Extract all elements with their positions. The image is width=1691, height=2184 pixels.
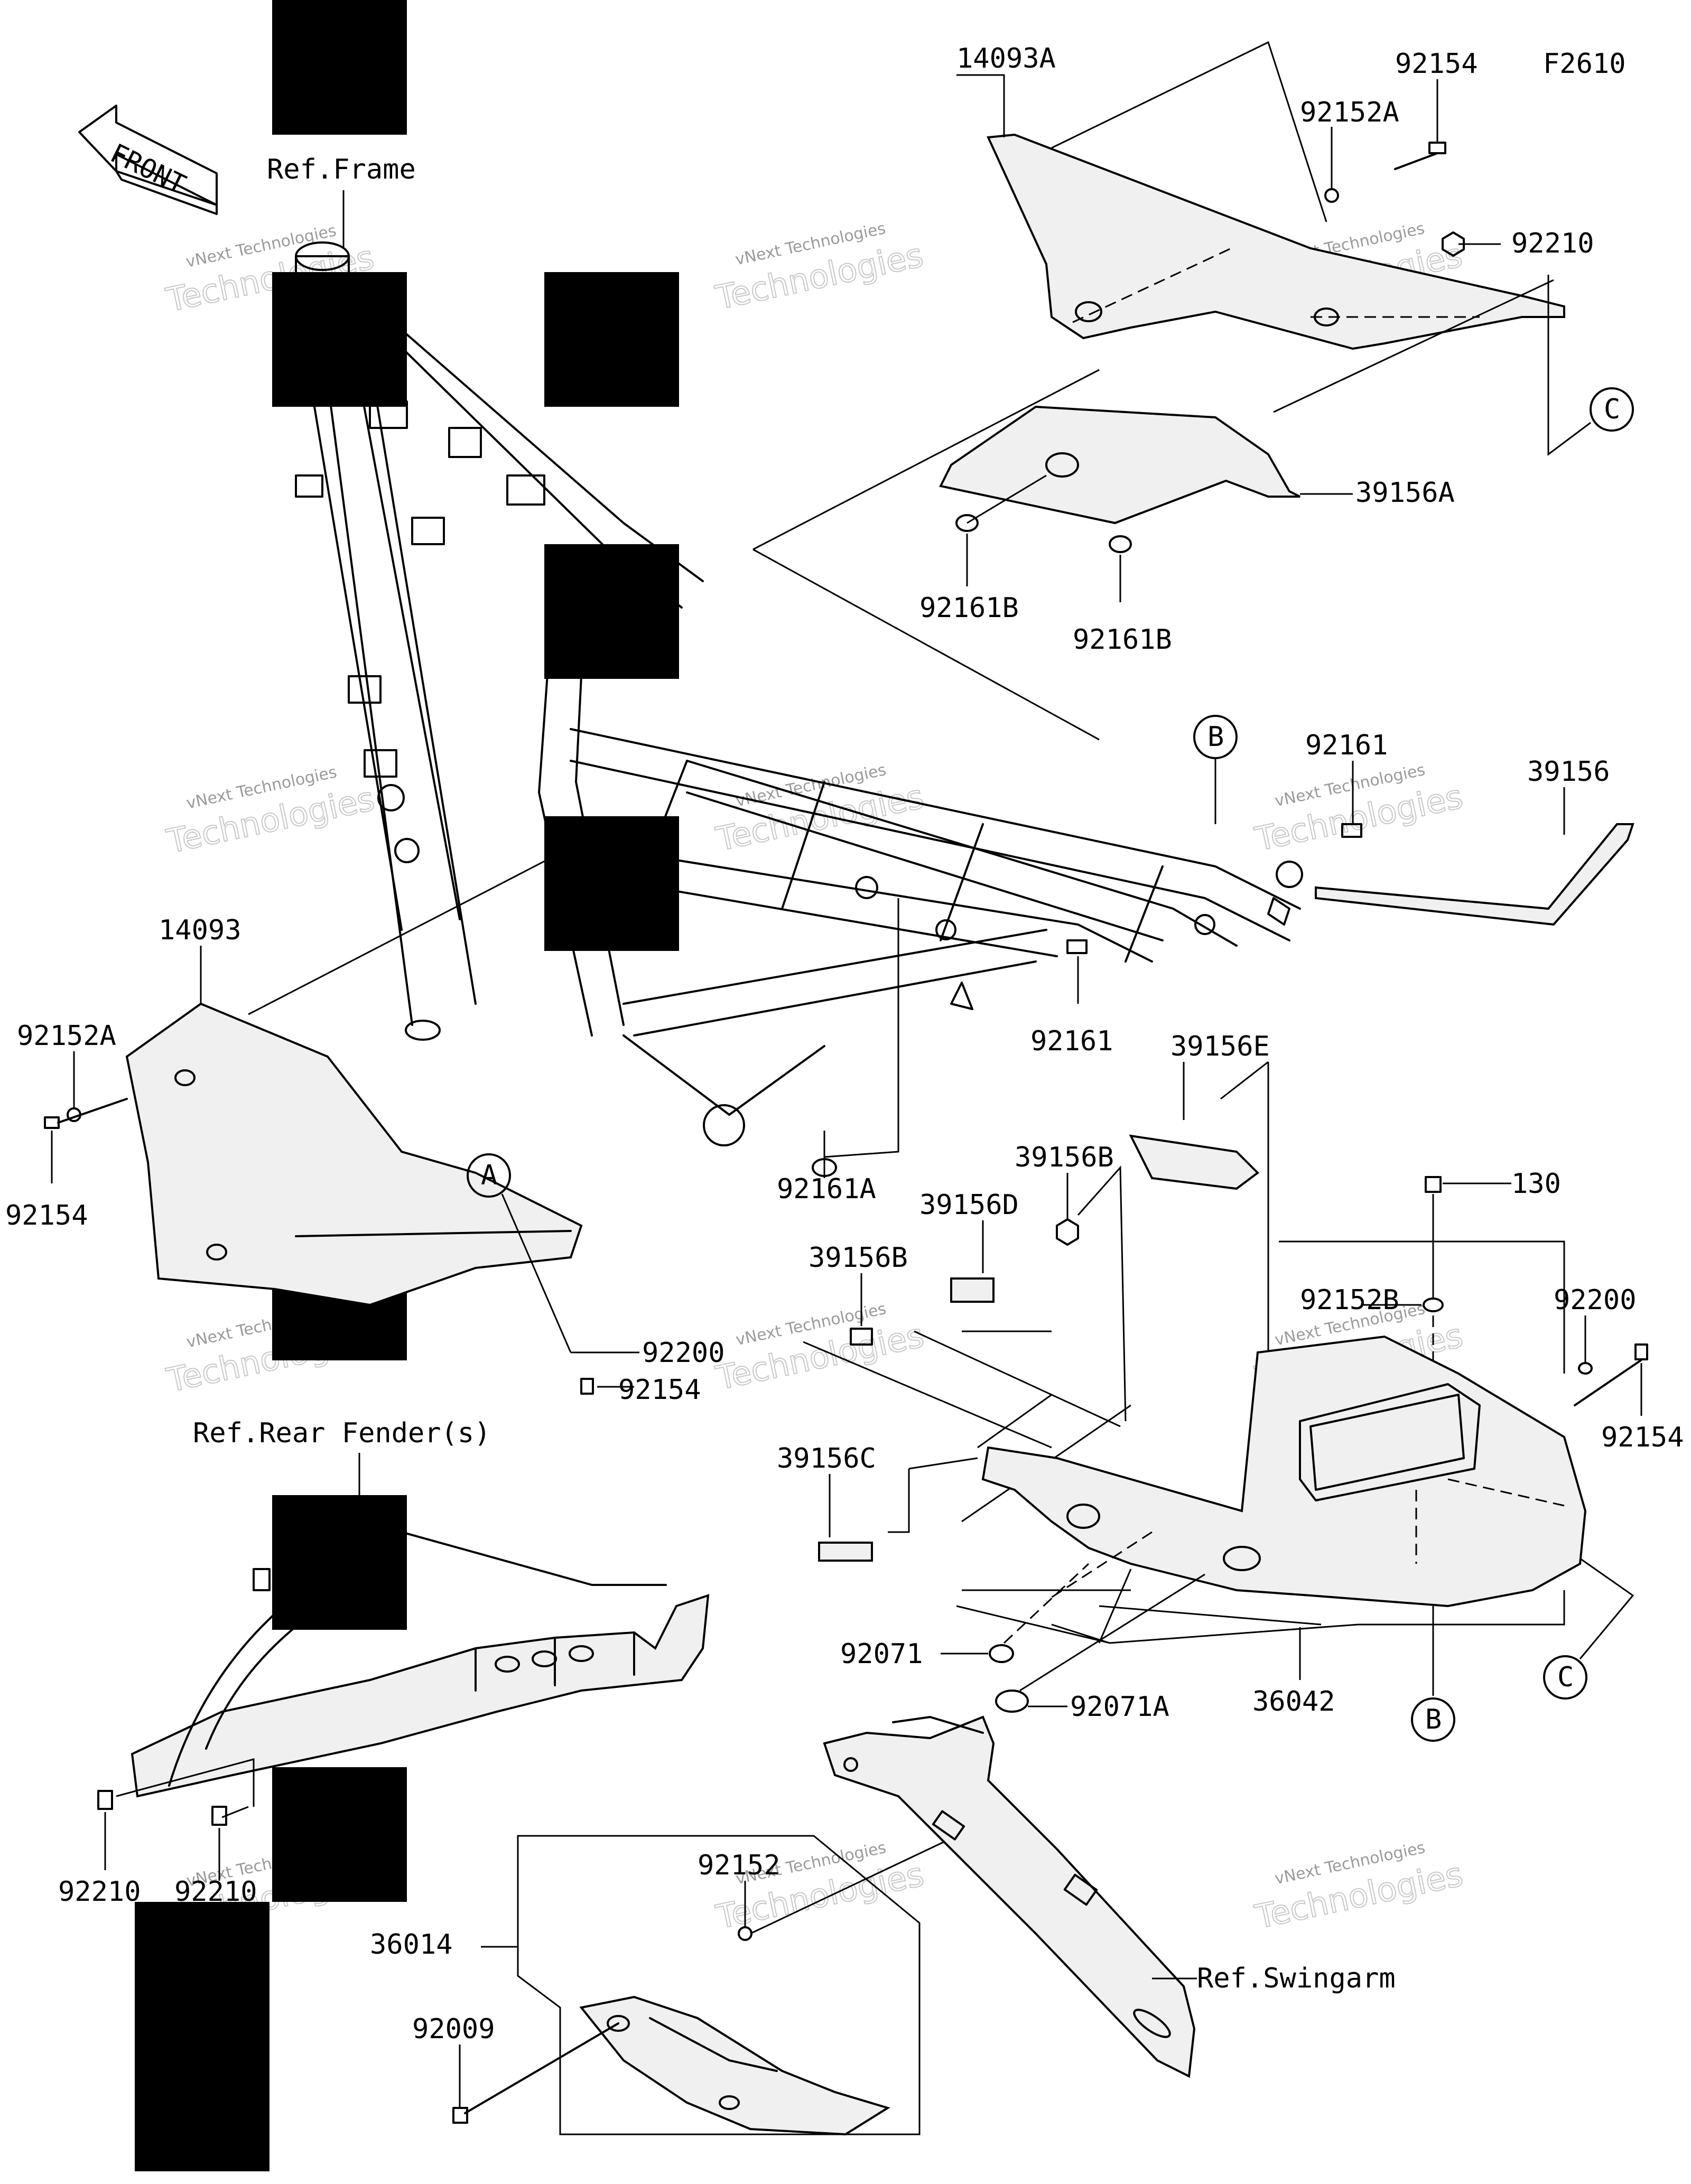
bolt-icon <box>1574 1343 1648 1406</box>
callout-c-top <box>1590 387 1634 432</box>
nut-icon <box>1056 1218 1079 1246</box>
rear-fender-assembly <box>131 1531 710 1798</box>
part-label-92200: 92200 <box>642 1337 725 1369</box>
part-label-92154: 92154 <box>1395 48 1478 80</box>
part-label-92200: 92200 <box>1554 1284 1637 1316</box>
part-label-92161A: 92161A <box>777 1173 876 1205</box>
callout-c-bottom <box>1543 1655 1587 1700</box>
callout-b: B <box>1425 1704 1442 1735</box>
pad-39156E <box>1129 1134 1260 1190</box>
swingarm-ref <box>823 1715 1196 2078</box>
pad-39156A <box>939 405 1300 525</box>
part-label-39156B: 39156B <box>1015 1142 1114 1173</box>
bolt-icon <box>452 2022 619 2124</box>
part-label-92152: 92152 <box>698 1850 781 1881</box>
pad-icon <box>1341 823 1362 838</box>
part-label-92161: 92161 <box>1305 730 1388 761</box>
part-label-14093A: 14093A <box>956 43 1056 74</box>
bolt-icon <box>44 1098 128 1129</box>
front-arrow-icon: FRONT <box>78 105 218 215</box>
grommet-icon <box>995 1690 1029 1713</box>
ref-rear-fender-label: Ref.Rear Fender(s) <box>193 1417 491 1449</box>
part-label-92210: 92210 <box>1511 228 1594 259</box>
callout-b-bottom <box>1411 1697 1455 1742</box>
part-label-92154: 92154 <box>5 1200 88 1231</box>
grommet-icon <box>1109 535 1132 553</box>
part-label-92154: 92154 <box>618 1374 701 1406</box>
grommet-icon <box>989 1644 1014 1663</box>
part-label-130: 130 <box>1511 1168 1561 1200</box>
bolt-icon <box>1425 1176 1442 1193</box>
part-label-36014: 36014 <box>370 1929 453 1961</box>
figure-code: F2610 <box>1543 48 1626 80</box>
washer-icon <box>1578 1362 1593 1375</box>
part-label-36042: 36042 <box>1252 1686 1335 1718</box>
side-cover-14093 <box>125 1002 583 1306</box>
bolt-icon <box>580 1378 594 1395</box>
part-label-39156D: 39156D <box>919 1189 1019 1221</box>
nut-icon <box>1442 231 1465 257</box>
pad-icon <box>1066 939 1088 954</box>
clip-icon <box>97 1790 113 1810</box>
part-label-92071A: 92071A <box>1070 1691 1169 1723</box>
front-label: FRONT <box>106 138 191 200</box>
pad-39156C <box>818 1542 873 1562</box>
pad-39156D <box>950 1277 995 1303</box>
part-label-39156B: 39156B <box>809 1242 908 1274</box>
part-label-39156E: 39156E <box>1170 1031 1270 1062</box>
callout-c: C <box>1604 394 1620 425</box>
part-label-92161B: 92161B <box>1073 624 1172 656</box>
part-label-92152B: 92152B <box>1300 1284 1399 1316</box>
washer-icon <box>1324 188 1339 203</box>
part-label-92161B: 92161B <box>919 592 1019 624</box>
clip-icon <box>211 1806 227 1826</box>
callout-a <box>467 1153 511 1198</box>
part-label-39156A: 39156A <box>1355 477 1455 509</box>
part-label-92152A: 92152A <box>1300 97 1399 128</box>
redaction-blocks <box>135 0 679 2171</box>
part-label-92154: 92154 <box>1601 1422 1684 1453</box>
frame-assembly <box>295 241 1303 1146</box>
part-label-39156C: 39156C <box>777 1443 876 1474</box>
part-label-92210: 92210 <box>174 1876 257 1908</box>
ref-frame-label: Ref.Frame <box>267 154 416 185</box>
tray-36042 <box>981 1335 1587 1608</box>
part-label-39156: 39156 <box>1527 756 1610 788</box>
part-label-92161: 92161 <box>1030 1025 1113 1057</box>
callout-a-text: A <box>481 1160 497 1191</box>
callout-b: B <box>1207 721 1224 753</box>
rail-pad-39156 <box>1315 823 1634 926</box>
bolt-icon <box>1394 142 1446 170</box>
washer-icon <box>1423 1298 1444 1312</box>
side-cover-14093A <box>987 133 1565 350</box>
part-label-92210: 92210 <box>58 1876 141 1908</box>
part-label-92009: 92009 <box>412 2013 495 2045</box>
chain-guard-36014 <box>579 1995 890 2136</box>
part-label-92071: 92071 <box>840 1638 923 1670</box>
clip-icon <box>850 1328 873 1346</box>
grommet-icon <box>955 514 979 532</box>
part-label-92152A: 92152A <box>17 1020 116 1052</box>
ref-swingarm-label: Ref.Swingarm <box>1197 1963 1396 1994</box>
part-label-14093: 14093 <box>159 914 241 946</box>
callout-c: C <box>1557 1662 1574 1693</box>
